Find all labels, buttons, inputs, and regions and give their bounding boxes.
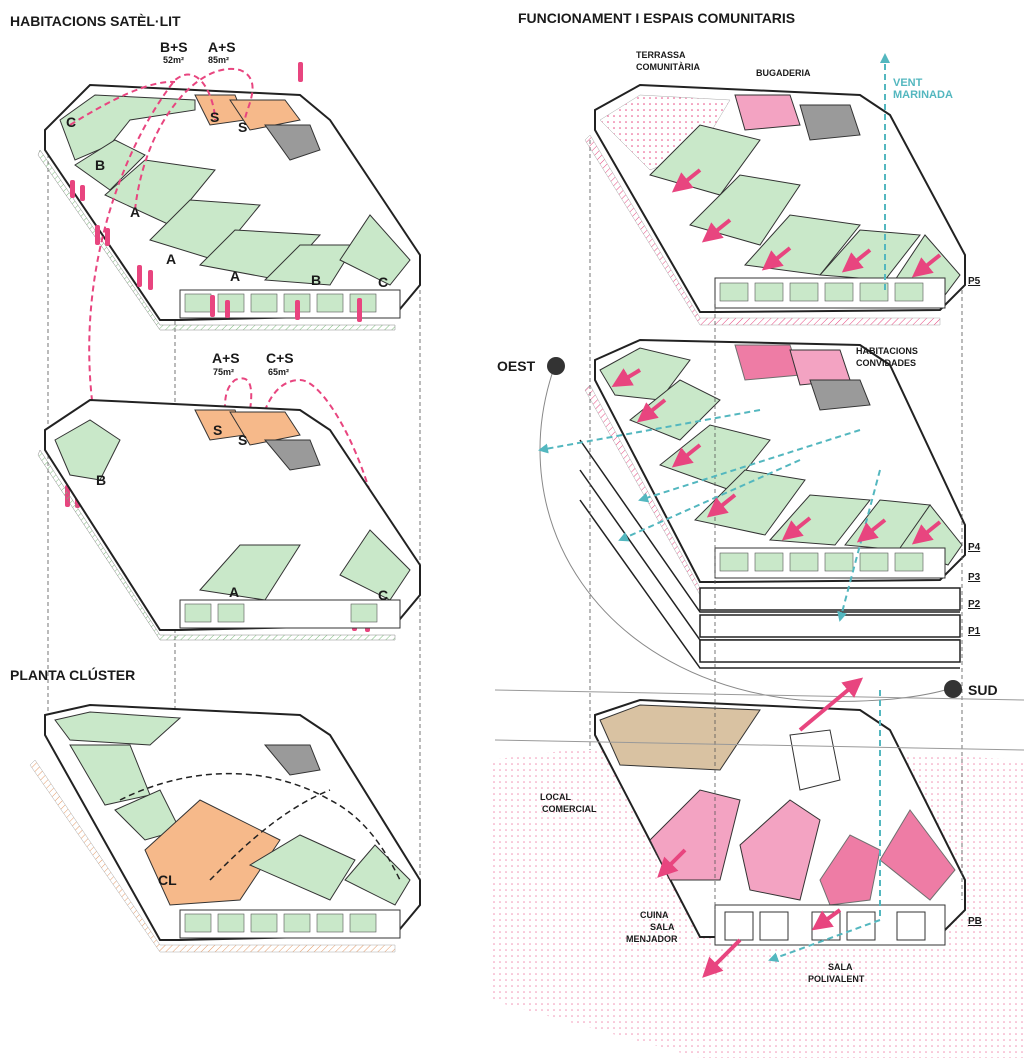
title-cluster-floor: PLANTA CLÚSTER (10, 666, 135, 683)
street-lines (494, 689, 1024, 751)
unit-top-s1: S (210, 109, 219, 125)
combo-area-mid-1: 75m² (213, 367, 234, 377)
unit-mid-c: C (378, 587, 388, 603)
unit-top-c2: C (378, 274, 388, 290)
unit-mid-s1: S (213, 422, 222, 438)
satellite-floor-mid (37, 398, 421, 641)
label-laundry: BUGADERIA (756, 68, 811, 78)
title-satellite-rooms: HABITACIONS SATÈL·LIT (10, 13, 181, 29)
unit-mid-a: A (229, 584, 239, 600)
combo-area-top-2: 85m² (208, 55, 229, 65)
floor-label-p5: P5 (968, 276, 981, 287)
floor-label-pb: PB (968, 916, 982, 927)
south-marker (944, 680, 962, 698)
floor-label-p3: P3 (968, 572, 981, 583)
label-south: SUD (968, 682, 998, 698)
unit-top-c1: C (66, 114, 76, 130)
combo-label-mid-1: A+S (212, 350, 240, 366)
pink-flow-arrows (611, 168, 942, 978)
ventilation-arrows (538, 53, 890, 962)
right-guides (589, 140, 963, 910)
right-ground-floor (490, 698, 1024, 1058)
unit-top-b2: B (311, 272, 321, 288)
right-floor-p5 (584, 83, 966, 326)
unit-top-a1: A (130, 204, 140, 220)
cluster-floor (29, 703, 421, 953)
label-west: OEST (497, 358, 536, 374)
unit-top-s2: S (238, 119, 247, 135)
title-community-spaces: FUNCIONAMENT I ESPAIS COMUNITARIS (518, 10, 795, 26)
unit-mid-b: B (96, 472, 106, 488)
floor-label-p2: P2 (968, 599, 981, 610)
right-floor-p4-stack (579, 338, 966, 669)
west-marker (547, 357, 565, 375)
combo-label-top-2: A+S (208, 39, 236, 55)
unit-top-a3: A (230, 268, 240, 284)
unit-mid-s2: S (238, 432, 247, 448)
satellite-floor-top (37, 83, 421, 331)
combo-area-top-1: 52m² (163, 55, 184, 65)
unit-top-a2: A (166, 251, 176, 267)
combo-label-top-1: B+S (160, 39, 188, 55)
floor-label-p4: P4 (968, 542, 981, 553)
unit-cluster: CL (158, 872, 177, 888)
combo-area-mid-2: 65m² (268, 367, 289, 377)
combo-label-mid-2: C+S (266, 350, 294, 366)
floor-label-p1: P1 (968, 626, 981, 637)
unit-top-b1: B (95, 157, 105, 173)
